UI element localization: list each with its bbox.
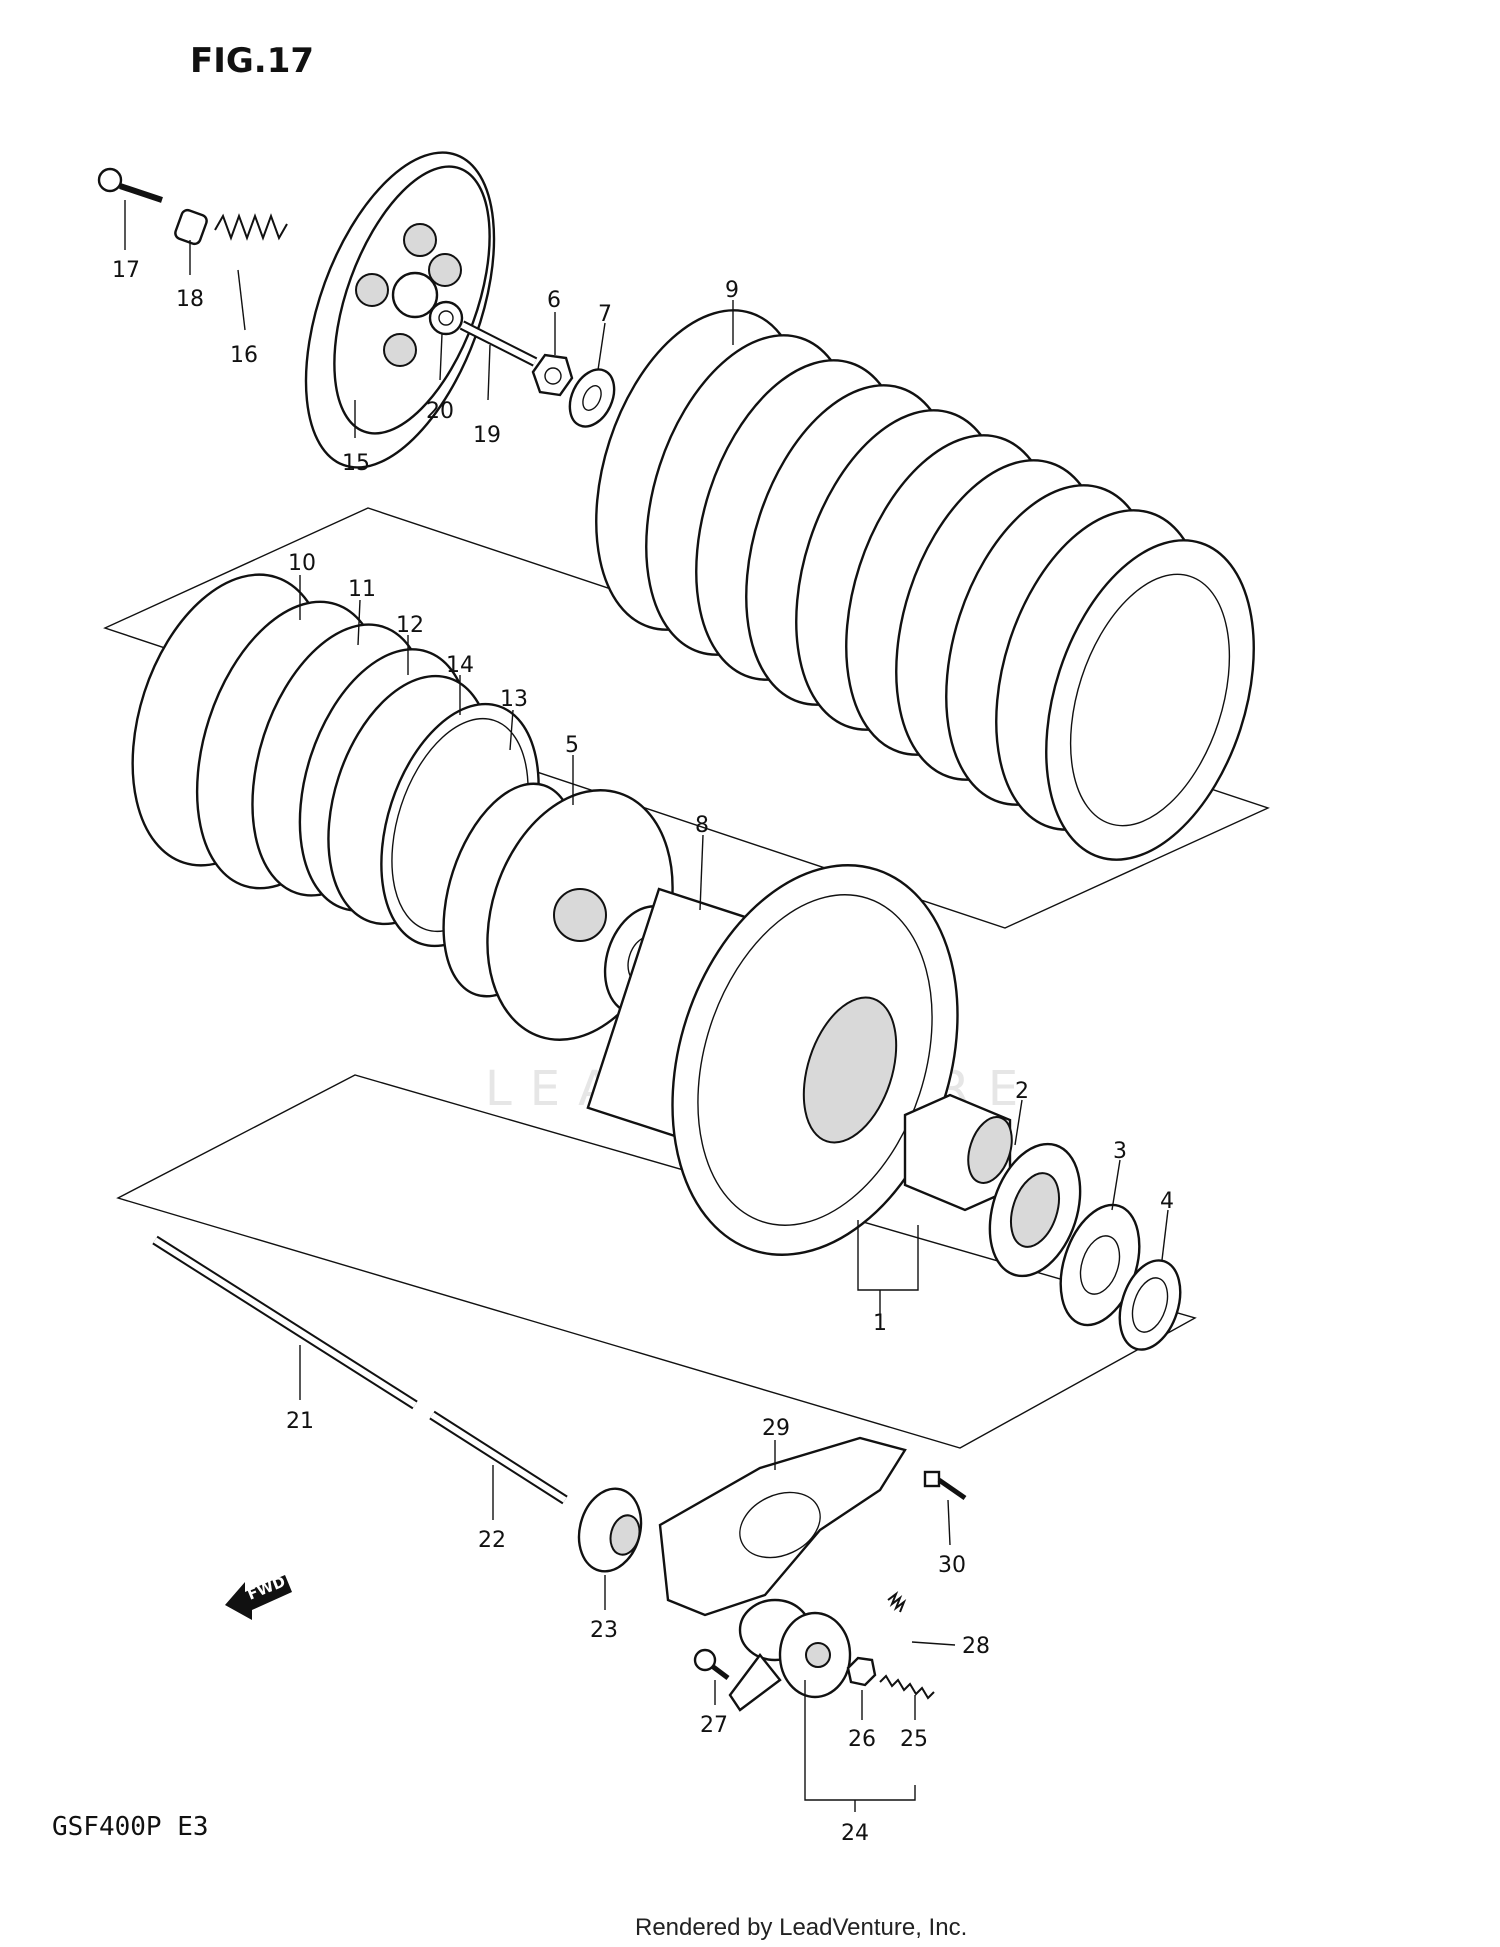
oil-seal — [577, 1487, 643, 1573]
callout-21: 21 — [286, 1409, 314, 1434]
callout-15: 15 — [342, 451, 370, 476]
pressure-plate — [304, 151, 496, 469]
release-rod — [459, 320, 538, 367]
release-cam — [728, 1598, 852, 1712]
callout-2: 2 — [1015, 1079, 1029, 1104]
callout-10: 10 — [288, 551, 316, 576]
primary-driven-gear-assembly — [586, 864, 959, 1256]
callout-27: 27 — [700, 1713, 728, 1738]
spring-washer — [174, 208, 208, 246]
callout-11: 11 — [348, 577, 376, 602]
clutch-spring — [214, 213, 288, 241]
mount-bolt — [923, 1470, 967, 1501]
cam-nut — [846, 1656, 877, 1687]
callout-8: 8 — [695, 813, 709, 838]
spring-bolt — [97, 167, 163, 203]
thrust-washer-4 — [1118, 1259, 1182, 1351]
callout-17: 17 — [112, 258, 140, 283]
release-bearing — [428, 300, 464, 336]
clutch-plate-stack — [595, 309, 1255, 861]
callout-28: 28 — [962, 1634, 990, 1659]
callout-25: 25 — [900, 1727, 928, 1752]
callout-26: 26 — [848, 1727, 876, 1752]
adjuster-screw — [879, 1674, 935, 1700]
callout-30: 30 — [938, 1553, 966, 1578]
callout-4: 4 — [1160, 1189, 1174, 1214]
figure-title: FIG.17 — [190, 41, 314, 81]
bracket-bolt — [693, 1648, 730, 1680]
callout-23: 23 — [590, 1618, 618, 1643]
model-code: GSF400P E3 — [52, 1812, 209, 1842]
callout-29: 29 — [762, 1416, 790, 1441]
callout-24: 24 — [841, 1821, 869, 1846]
callout-22: 22 — [478, 1528, 506, 1553]
forward-arrow-icon: FWD — [225, 1572, 292, 1620]
release-bracket — [658, 1436, 907, 1617]
callout-14: 14 — [446, 653, 474, 678]
callout-13: 13 — [500, 687, 528, 712]
render-credit: Rendered by LeadVenture, Inc. — [635, 1914, 967, 1941]
clutch-nut — [531, 353, 574, 397]
spacer — [903, 1093, 1013, 1212]
clutch-push-rod-short — [429, 1410, 568, 1505]
return-spring — [887, 1591, 907, 1613]
callout-16: 16 — [230, 343, 258, 368]
callout-12: 12 — [396, 613, 424, 638]
callout-7: 7 — [598, 302, 612, 327]
plate-group-outline — [103, 507, 1270, 929]
needle-bearing — [988, 1142, 1082, 1278]
callout-5: 5 — [565, 733, 579, 758]
lock-washer — [568, 368, 616, 428]
callout-6: 6 — [547, 288, 561, 313]
leader-lines — [124, 200, 1169, 1812]
clutch-push-rod-long — [152, 1235, 418, 1410]
callout-3: 3 — [1113, 1139, 1127, 1164]
callout-labels: 1 2 3 4 5 6 7 8 9 10 11 12 13 14 15 16 1… — [112, 258, 1174, 1846]
callout-20: 20 — [426, 399, 454, 424]
callout-19: 19 — [473, 423, 501, 448]
callout-9: 9 — [725, 278, 739, 303]
callout-18: 18 — [176, 287, 204, 312]
callout-1: 1 — [873, 1311, 887, 1336]
hub-group-outline — [116, 1074, 1197, 1449]
